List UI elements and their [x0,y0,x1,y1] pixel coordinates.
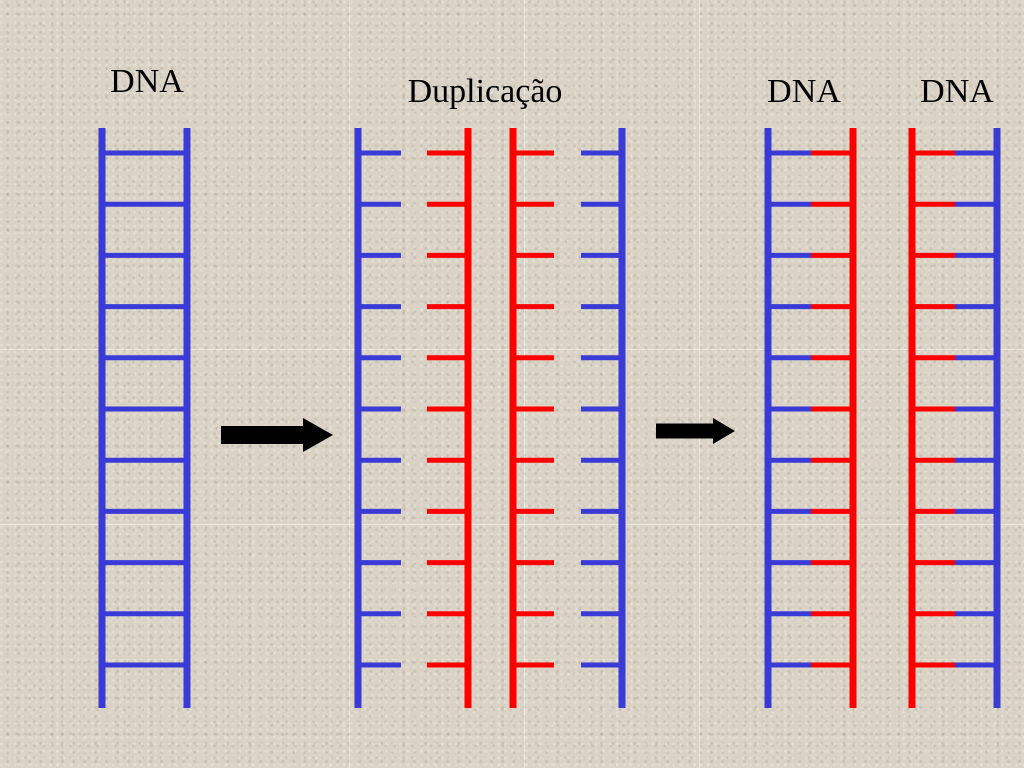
tile-seam-v2 [524,0,525,768]
label-dna-copy-1: DNA [767,73,841,110]
arrow-to-duplication-icon [221,418,333,452]
label-dna-copy-2: DNA [920,73,994,110]
label-duplication: Duplicação [407,73,563,110]
label-dna-original: DNA [110,63,184,100]
tile-seam-v1 [349,0,350,768]
arrow-to-daughters-icon [656,418,735,444]
tile-seam-v3 [699,0,700,768]
